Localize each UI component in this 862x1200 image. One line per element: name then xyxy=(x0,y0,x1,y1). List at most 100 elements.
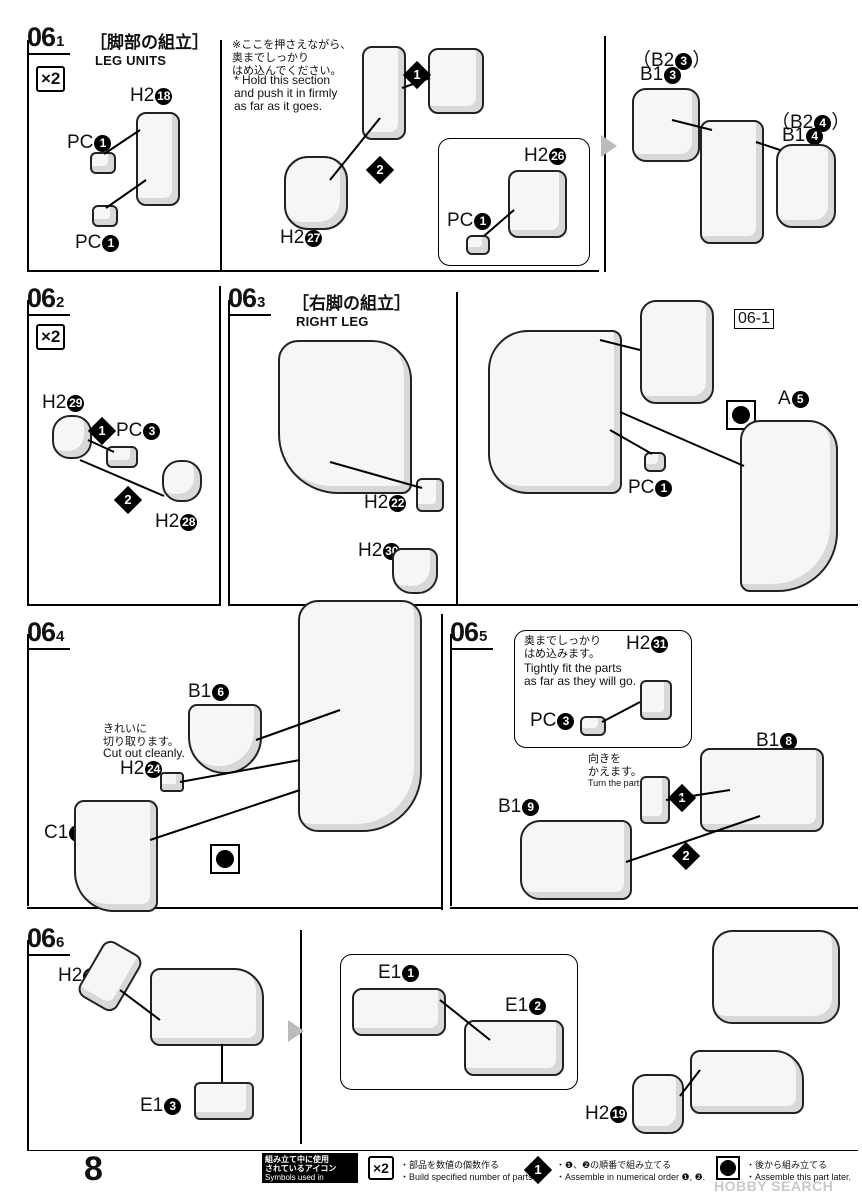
leg-armor-inner-part xyxy=(278,340,412,494)
icon-legend-jp: 組み立て中に使用 されているアイコン xyxy=(265,1155,337,1173)
reference-06-1: 06-1 xyxy=(734,309,775,329)
legend-x2-jp: ・部品を数値の個数作る xyxy=(400,1161,500,1171)
foot-assembly xyxy=(712,930,840,1024)
step-number: 06 xyxy=(450,617,479,647)
step-number: 06 xyxy=(27,617,56,647)
divider xyxy=(219,286,221,606)
knee-part xyxy=(362,46,406,140)
assemble-later-icon xyxy=(210,844,240,874)
arrow-line xyxy=(87,439,115,453)
foot-assembly xyxy=(150,968,264,1046)
ankle-joint-part xyxy=(52,415,92,459)
arrow-line xyxy=(601,701,641,723)
detail-inset xyxy=(340,954,578,1090)
arrow-line xyxy=(755,141,781,151)
arrow-line xyxy=(401,77,431,89)
lower-leg-assembly xyxy=(640,300,714,404)
foot-armor-part xyxy=(520,820,632,900)
polycap-part xyxy=(580,716,606,736)
polycap-part xyxy=(92,205,118,227)
count-icon: ×2 xyxy=(368,1156,394,1180)
knee-armor-part xyxy=(188,704,262,774)
sole-part xyxy=(194,1082,254,1120)
polycap-part xyxy=(466,235,490,255)
arrow-line xyxy=(619,411,745,467)
step-sub: 3 xyxy=(257,294,266,311)
legend-later-en: ・Assemble this part later. xyxy=(746,1172,852,1182)
arrow-line xyxy=(103,129,141,155)
leg-frame-part xyxy=(488,330,622,494)
turn-note-en: Turn the part xyxy=(588,778,640,788)
divider xyxy=(220,40,222,270)
thruster-part xyxy=(392,548,438,594)
knee-cover-part xyxy=(508,170,567,238)
divider xyxy=(441,614,443,910)
fit-note-en: Tightly fit the parts as far as they wil… xyxy=(524,661,637,688)
arrow-line xyxy=(609,429,653,455)
step-title-jp: ［右脚の組立］ xyxy=(292,294,411,314)
step-number: 06 xyxy=(27,923,56,953)
step-sub: 4 xyxy=(56,628,65,645)
joint-part xyxy=(416,478,444,512)
legend-order-en: ・Assemble in numerical order ❶, ❷. xyxy=(556,1172,706,1182)
step-border xyxy=(450,634,452,906)
legend-x2-en: ・Build specified number of parts. xyxy=(400,1172,536,1182)
knee-armor-part xyxy=(284,156,348,230)
legend-order-jp: ・❶、❷の順番で組み立てる xyxy=(556,1161,672,1171)
arrow-line xyxy=(679,1069,701,1097)
arrow-line xyxy=(149,789,301,841)
fit-note-jp: 奥までしっかり はめ込みます。 xyxy=(524,634,601,660)
step-sub: 1 xyxy=(56,33,65,50)
arrow-line xyxy=(329,461,423,489)
arrow-line xyxy=(329,117,381,181)
arrow-line xyxy=(255,709,341,741)
next-arrow-icon xyxy=(601,135,617,157)
order-icon: 1 xyxy=(523,1155,553,1185)
leg-armor-outer-part xyxy=(740,420,838,592)
knee-cover-part xyxy=(428,48,484,114)
cut-note-jp: きれいに 切り取ります。 xyxy=(103,722,179,748)
assemble-later-icon xyxy=(726,400,756,430)
count-badge: ×2 xyxy=(36,324,66,350)
step-border xyxy=(450,907,858,909)
icon-legend-title: 組み立て中に使用 されているアイコン Symbols used in instr… xyxy=(262,1153,358,1191)
step-border xyxy=(27,300,29,605)
leg-frame-part xyxy=(700,120,764,244)
arrow-line xyxy=(625,815,761,863)
step-number: 06 xyxy=(27,22,56,52)
step-border xyxy=(228,604,858,606)
toe-part xyxy=(352,988,446,1036)
turn-note-jp: 向きを かえます。 xyxy=(588,752,642,778)
step-border xyxy=(27,604,219,606)
hold-note-en: * Hold this section and push it in firml… xyxy=(234,73,338,113)
arrow-line xyxy=(79,459,165,497)
arrow-line xyxy=(439,999,491,1041)
watermark: HOBBY SEARCH xyxy=(714,1178,834,1194)
